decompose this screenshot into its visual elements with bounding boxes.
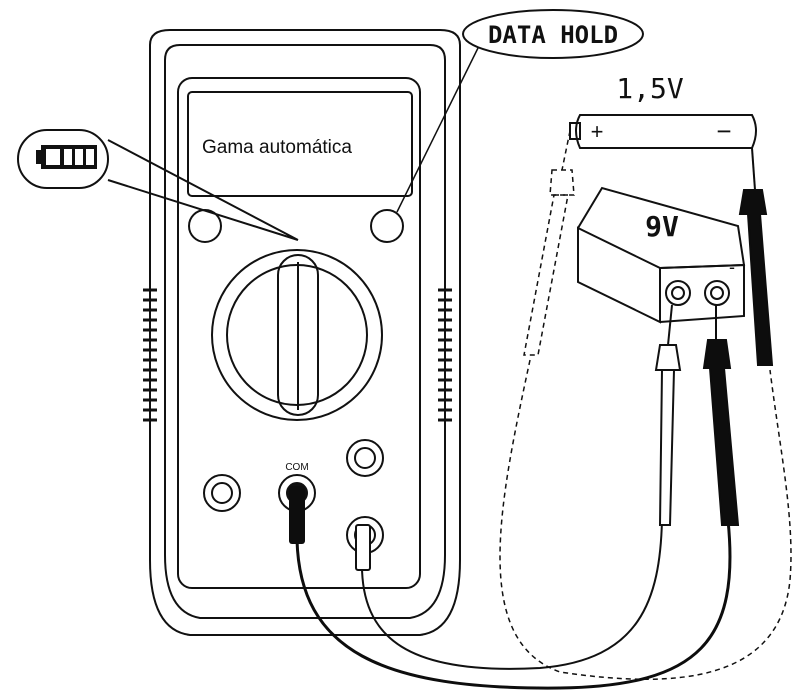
data-hold-callout [462,9,644,59]
battery-9v-terminal-plus[interactable] [665,280,691,306]
battery-9v-terminal-minus-inner [710,286,724,300]
black-probe-9v [702,305,740,526]
terminal-top-right[interactable] [346,439,384,477]
multimeter-inner-case [164,44,446,619]
battery-1-5v-label: 1,5V [616,72,684,105]
left-grip [143,288,157,422]
battery-9v-terminal-minus[interactable] [704,280,730,306]
battery-9v-terminal-plus-inner [671,286,685,300]
rotary-dial-outer[interactable] [211,249,383,421]
black-lead-plug [289,486,305,544]
multimeter-outer-case [149,29,461,636]
terminal-left-inner [211,482,233,504]
front-panel [177,77,421,589]
lcd-display [187,91,413,197]
data-hold-label: DATA HOLD [488,21,618,49]
terminal-top-right-inner [354,447,376,469]
battery-9v-minus: - [729,257,735,277]
battery-callout-leader [107,139,299,241]
battery-callout [17,129,299,241]
terminal-left[interactable] [203,474,241,512]
data-hold-button[interactable] [370,209,404,243]
right-grip [438,288,452,422]
battery-1-5v-plus: + [591,119,604,144]
white-lead-cable [360,519,663,670]
dashed-probe-1-5v [499,130,792,680]
battery-9v-side [659,263,745,323]
data-hold-callout-leader [396,47,479,213]
battery-9v [577,186,746,324]
multimeter [143,29,461,636]
black-lead-cable [295,519,732,690]
battery-9v-label: 9V [645,210,679,243]
com-label: COM [285,462,308,473]
white-probe-9v [654,304,682,526]
battery-callout-box [17,129,109,189]
battery-low-icon [36,145,97,169]
rotary-dial-knob[interactable] [277,254,319,416]
white-lead-plug [355,524,371,571]
battery-1-5v-minus: − [716,116,731,146]
black-probe-1-5v [738,147,774,366]
display-text: Gama automática [202,137,352,158]
